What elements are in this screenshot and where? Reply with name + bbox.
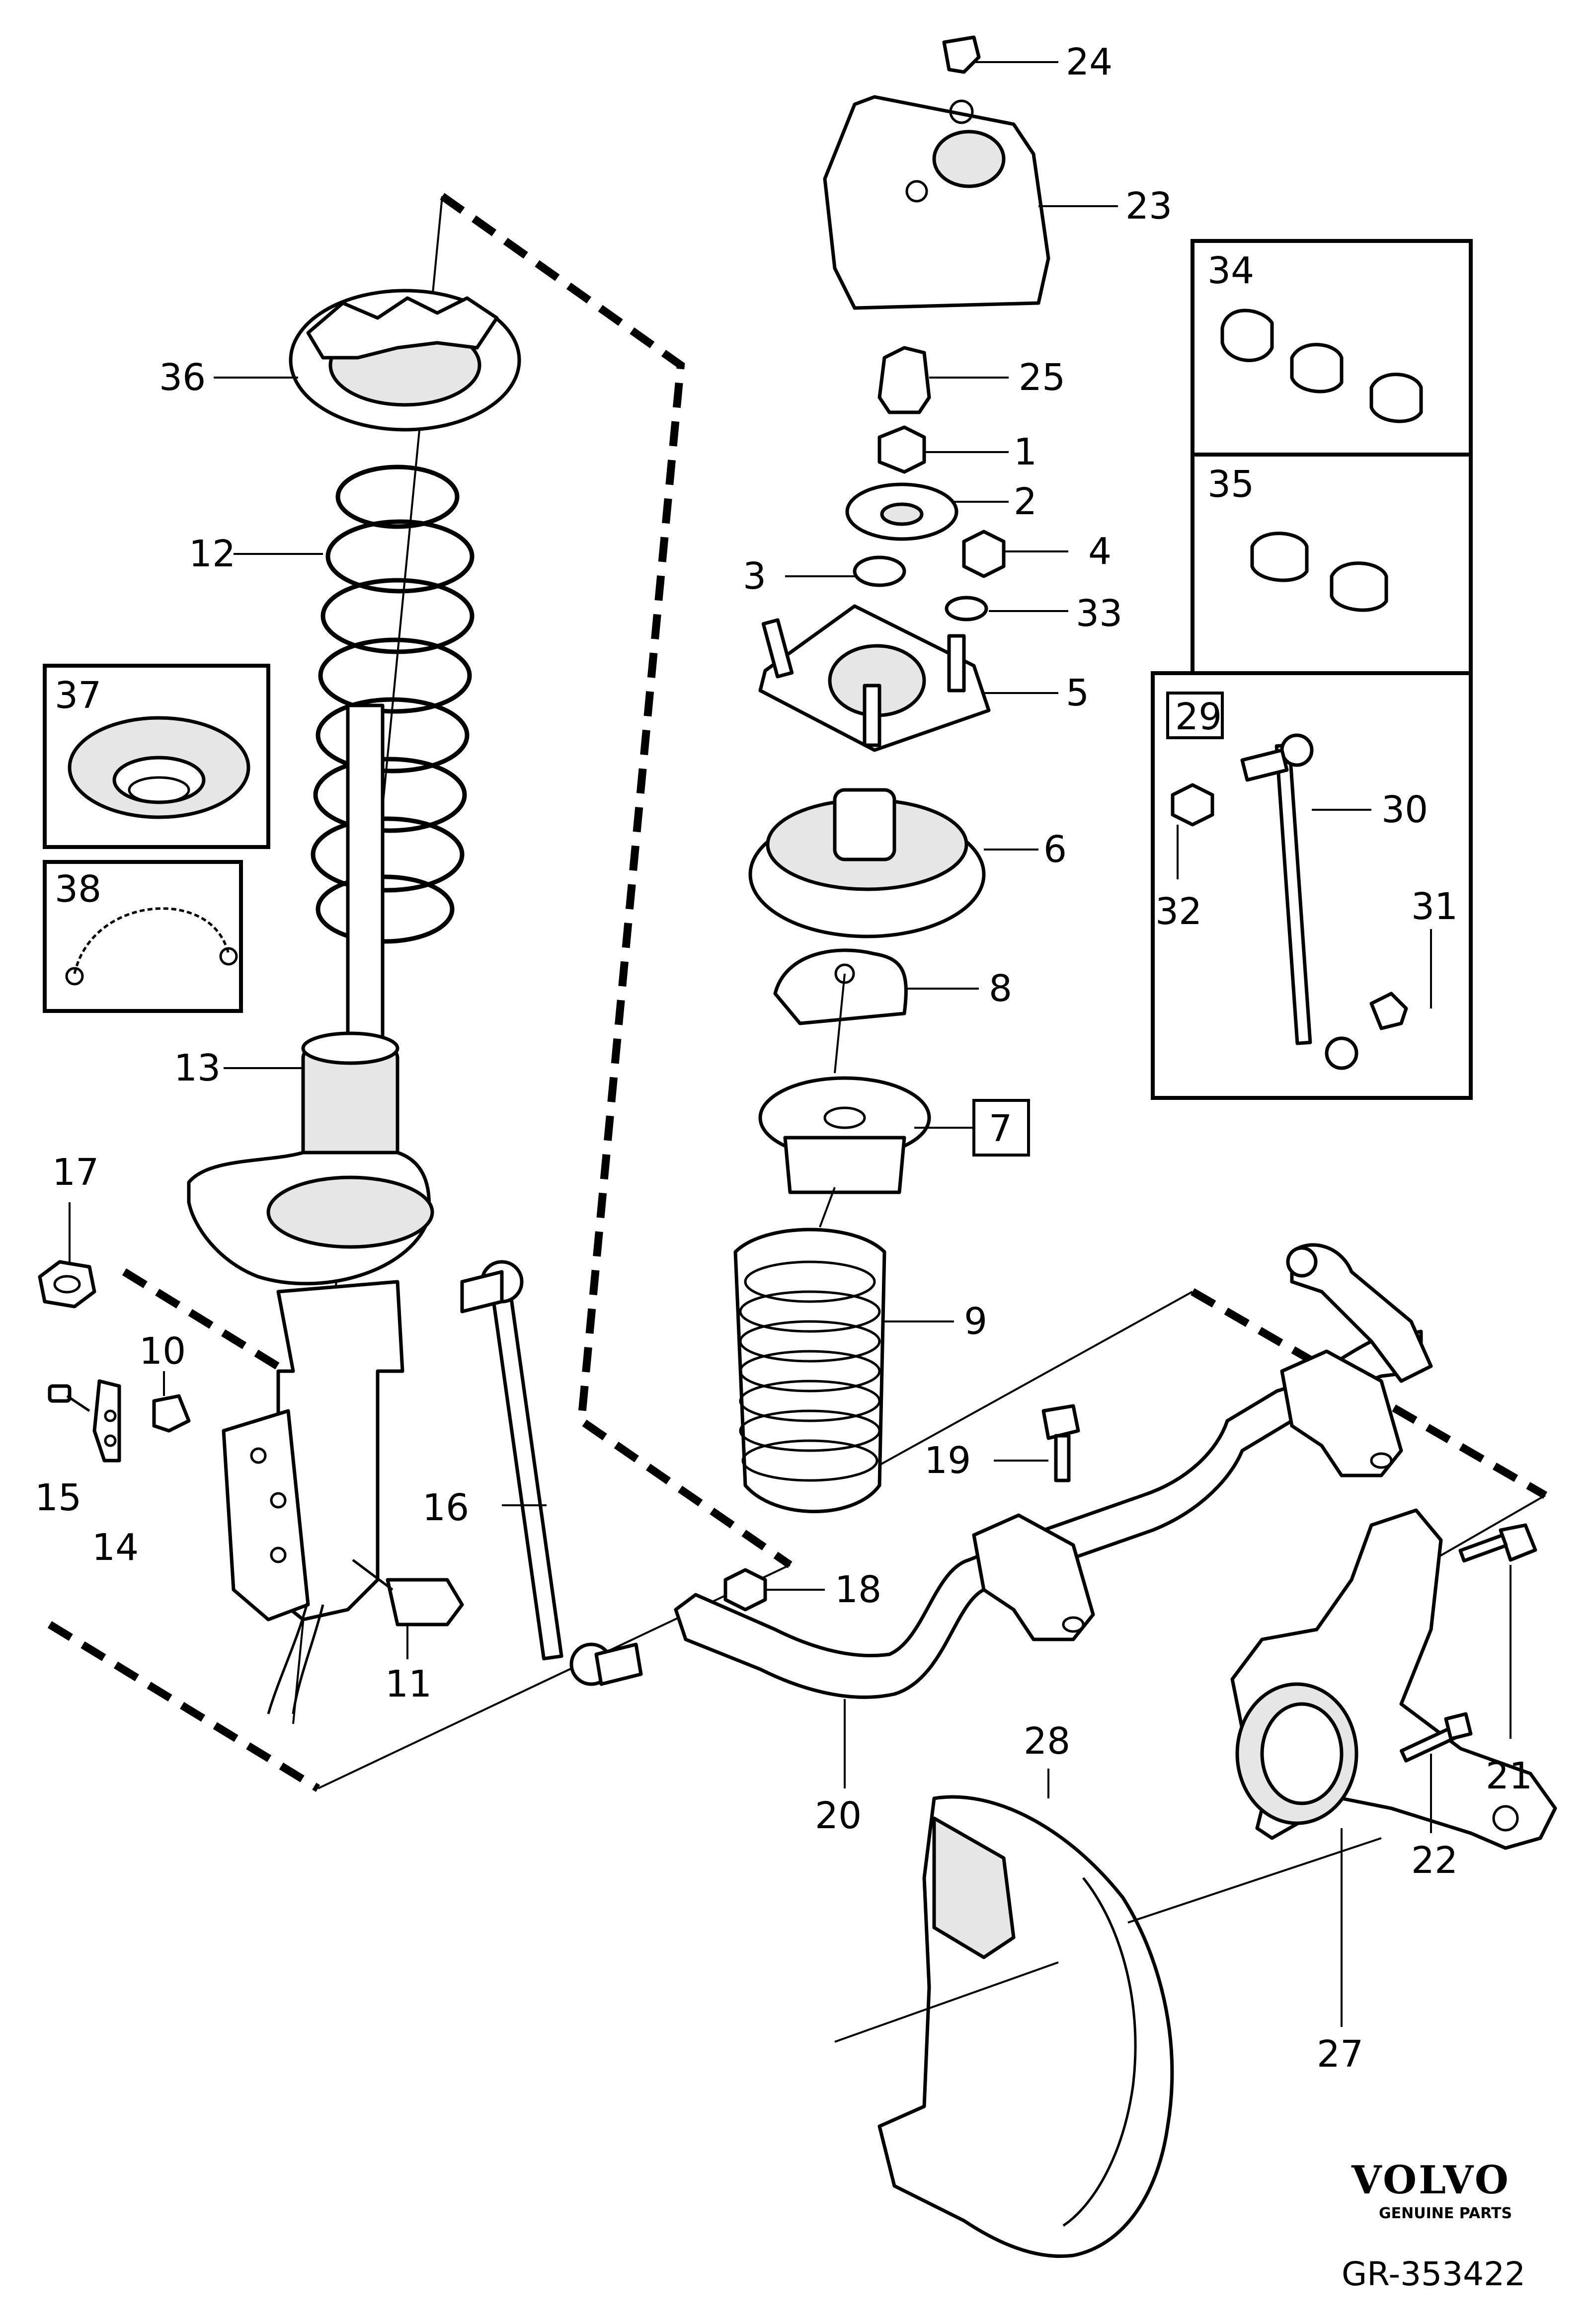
bump-cap-25 (877, 346, 931, 414)
bushing-bracket-right (1280, 1349, 1403, 1477)
callout-7-box (972, 1099, 1030, 1157)
callout-18: 18 (835, 1568, 881, 1611)
bolt-22 (1400, 1712, 1473, 1763)
nut-1 (877, 425, 926, 474)
bracket-14 (92, 1379, 121, 1463)
callout-3: 3 (743, 555, 766, 598)
bolt-19 (1041, 1404, 1080, 1482)
callout-28: 28 (1024, 1720, 1070, 1763)
nut-18 (723, 1568, 767, 1612)
callout-15: 15 (35, 1476, 81, 1519)
brand-block: VOLVO GENUINE PARTS GR-353422 (1342, 2158, 1525, 2293)
spring-seat-36 (289, 289, 521, 432)
callout-38: 38 (55, 868, 101, 911)
washer-2 (845, 482, 958, 541)
nut-4 (962, 530, 1006, 578)
callout-6: 6 (1043, 828, 1067, 871)
brand-logo: VOLVO (1351, 2158, 1511, 2203)
callout-27: 27 (1317, 2033, 1363, 2076)
callout-23: 23 (1125, 185, 1172, 228)
callout-30: 30 (1381, 788, 1428, 831)
callout-14: 14 (92, 1526, 139, 1569)
callout-7: 7 (989, 1107, 1012, 1150)
bump-stop-7 (758, 1076, 931, 1194)
clip-nut-10 (152, 1394, 191, 1433)
callout-numbers: 24 23 25 1 2 3 4 33 5 6 8 7 9 36 12 13 3… (35, 41, 1532, 2076)
callout-12: 12 (189, 533, 236, 575)
cover-23 (823, 95, 1050, 310)
nut-17 (38, 1260, 96, 1309)
bolt-21 (1458, 1523, 1537, 1563)
callout-13: 13 (174, 1047, 221, 1089)
inset-29 (1151, 671, 1473, 1100)
top-mount-5 (758, 604, 991, 752)
callout-16: 16 (422, 1486, 469, 1529)
inset-38 (43, 860, 243, 1013)
bolt-11 (352, 1559, 464, 1627)
callout-8: 8 (989, 967, 1012, 1010)
callout-1: 1 (1014, 431, 1037, 473)
bellows-9 (733, 973, 886, 1513)
callout-leaders (69, 61, 1511, 2027)
callout-32: 32 (1155, 890, 1202, 933)
callout-17: 17 (52, 1151, 99, 1194)
reference-code: GR-353422 (1342, 2255, 1525, 2293)
retainer-3 (853, 555, 906, 587)
bolt-24 (942, 35, 981, 74)
inset-34-35 (1191, 239, 1473, 675)
callout-29: 29 (1175, 696, 1222, 738)
callout-4: 4 (1088, 530, 1112, 573)
callout-19: 19 (924, 1439, 971, 1482)
callout-37: 37 (55, 674, 101, 717)
shock-absorber-13 (187, 703, 434, 1714)
inset-37 (43, 664, 270, 849)
callout-22: 22 (1411, 1839, 1458, 1882)
callout-11: 11 (385, 1663, 432, 1705)
callout-31: 31 (1411, 885, 1458, 928)
bushing-bracket-left (972, 1513, 1095, 1641)
callout-20: 20 (815, 1794, 862, 1837)
callout-34: 34 (1207, 249, 1254, 292)
callout-2: 2 (1014, 480, 1037, 523)
callout-5: 5 (1066, 672, 1089, 714)
splash-shield-28 (834, 1795, 1382, 2258)
stabilizer-link-16 (460, 1260, 643, 1686)
callout-33: 33 (1076, 592, 1122, 635)
bearing-6 (748, 788, 986, 938)
washer-33 (945, 596, 988, 621)
bolt-15 (48, 1384, 90, 1412)
callout-35: 35 (1207, 463, 1254, 506)
coil-spring-12 (311, 465, 475, 944)
brand-subtitle: GENUINE PARTS (1379, 2205, 1512, 2222)
stabilizer-bar-20 (674, 1243, 1433, 1699)
callout-9: 9 (964, 1300, 987, 1343)
callout-10: 10 (139, 1330, 186, 1373)
callout-25: 25 (1019, 356, 1065, 399)
callout-21: 21 (1486, 1755, 1532, 1797)
callout-36: 36 (159, 356, 206, 399)
callout-24: 24 (1066, 41, 1113, 83)
steering-knuckle-27 (1230, 1508, 1557, 1850)
